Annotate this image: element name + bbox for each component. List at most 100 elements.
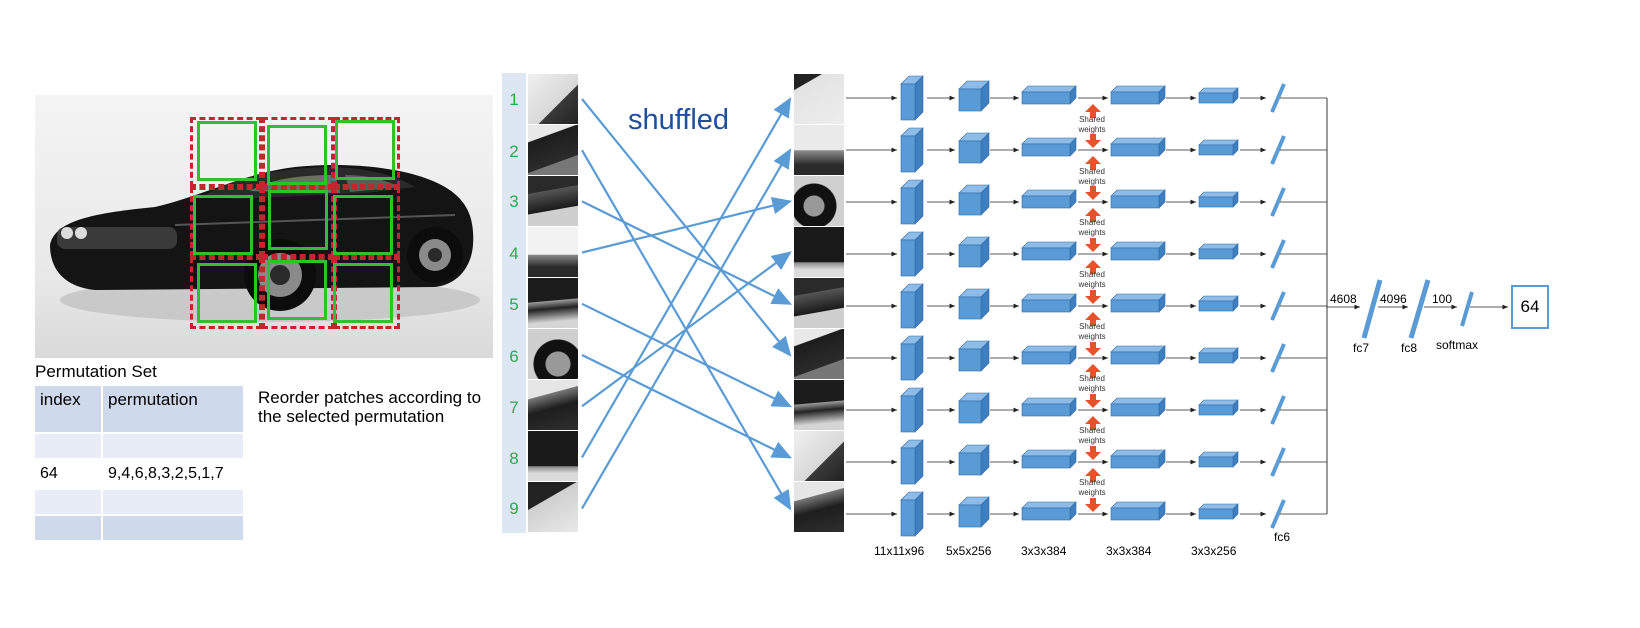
network-row: [846, 491, 1327, 537]
conv3-block: [1021, 85, 1077, 105]
conv1-block: [900, 387, 924, 433]
fc7-label: fc7: [1353, 341, 1370, 355]
network-row: [846, 127, 1327, 200]
patch-cell-2: [262, 117, 334, 187]
patch-tile-right-5: [794, 278, 844, 328]
patch-cell-1: [190, 117, 262, 187]
conv2-label: 5x5x256: [946, 544, 992, 558]
patch-cell-5: [262, 187, 334, 257]
patch-cell-4: [190, 187, 262, 257]
patch-cell-7: [190, 257, 262, 329]
fc7-block: [1361, 279, 1383, 339]
table-cell: 9,4,6,8,3,2,5,1,7: [103, 460, 243, 488]
patch-cell-8: [262, 257, 334, 329]
patch-tile-right-1: [794, 74, 844, 124]
patch-tile-left-4: [528, 227, 578, 277]
conv4-block: [1110, 449, 1166, 469]
shared-weights-label: Shared weights: [1078, 374, 1106, 393]
patch-crop-9: [333, 263, 393, 323]
table-row: 64 9,4,6,8,3,2,5,1,7: [35, 460, 243, 488]
header-index: index: [35, 386, 103, 432]
conv4-block: [1110, 137, 1166, 157]
conv4-block: [1110, 501, 1166, 521]
shared-weights-label: Shared weights: [1078, 167, 1106, 186]
fc6-block: [1270, 447, 1286, 477]
patch-number: 9: [509, 499, 519, 518]
patch-tile-left-9: [528, 482, 578, 532]
conv2-block: [958, 80, 990, 112]
network-row: [846, 387, 1327, 460]
conv2-block: [958, 496, 990, 528]
shared-weights-arrow-down: [1085, 342, 1101, 356]
conv1-block: [900, 127, 924, 173]
header-permutation: permutation: [103, 386, 243, 432]
table-row: [35, 434, 243, 458]
shuffle-arrow: [581, 197, 793, 254]
patch-number: 7: [509, 398, 519, 417]
patch-tile-left-7: [528, 380, 578, 430]
shared-weights-arrow-up: [1085, 364, 1101, 378]
conv4-block: [1110, 241, 1166, 261]
shuffle-arrow: [581, 148, 792, 510]
fc6-block: [1270, 187, 1286, 217]
conv1-label: 11x11x96: [874, 544, 925, 558]
shared-weights-arrow-up: [1085, 156, 1101, 170]
patch-crop-2: [267, 125, 327, 185]
shuffled-label: shuffled: [628, 104, 730, 136]
shared-weights-arrow-down: [1085, 238, 1101, 252]
patch-number: 2: [509, 142, 519, 161]
conv3-block: [1021, 293, 1077, 313]
table-row: [35, 516, 243, 540]
conv4-block: [1110, 189, 1166, 209]
softmax-label: softmax: [1436, 338, 1479, 352]
conv2-block: [958, 132, 990, 164]
conv3-block: [1021, 137, 1077, 157]
patch-tile-left-5: [528, 278, 578, 328]
table-cell: [35, 516, 103, 540]
fc8-block: [1408, 279, 1431, 339]
table-row: [35, 490, 243, 514]
patch-crop-5: [268, 190, 328, 250]
patch-tile-right-2: [794, 125, 844, 175]
conv4-block: [1110, 345, 1166, 365]
conv3-block: [1021, 449, 1077, 469]
conv4-block: [1110, 293, 1166, 313]
network-row: [846, 283, 1327, 356]
fc6-block: [1270, 343, 1286, 373]
shuffle-arrow: [581, 200, 792, 305]
patch-crop-8: [267, 260, 327, 320]
shared-weights-arrow-down: [1085, 186, 1101, 200]
shared-weights-arrow-up: [1085, 312, 1101, 326]
table-header-row: index permutation: [35, 386, 243, 432]
conv1-block: [900, 491, 924, 537]
shared-weights-arrow-down: [1085, 498, 1101, 512]
conv5-block: [1198, 399, 1239, 416]
conv1-block: [900, 231, 924, 277]
conv1-block: [900, 335, 924, 381]
conv5-block: [1198, 243, 1239, 260]
fc8-dim-label: 100: [1432, 292, 1453, 306]
fc6-block: [1270, 291, 1286, 321]
conv5-block: [1198, 347, 1239, 364]
network-row: [846, 75, 1327, 148]
conv3-block: [1021, 501, 1077, 521]
conv5-block: [1198, 295, 1239, 312]
patch-tile-left-8: [528, 431, 578, 481]
conv5-block: [1198, 503, 1239, 520]
conv2-block: [958, 184, 990, 216]
conv2-block: [958, 236, 990, 268]
patch-tile-left-2: [528, 125, 578, 175]
network-head: [1326, 98, 1508, 514]
fc8-label: fc8: [1401, 341, 1418, 355]
conv5-label: 3x3x256: [1191, 544, 1237, 558]
network-rows: [846, 75, 1327, 537]
shuffle-arrow: [581, 97, 792, 458]
fc6-label: fc6: [1274, 530, 1291, 544]
shared-weights-arrow-down: [1085, 290, 1101, 304]
conv4-label: 3x3x384: [1106, 544, 1152, 558]
network-row: [846, 335, 1327, 408]
fc6-block: [1270, 83, 1286, 113]
shared-weights-arrow-up: [1085, 208, 1101, 222]
reorder-caption: Reorder patches according to the selecte…: [258, 388, 482, 426]
